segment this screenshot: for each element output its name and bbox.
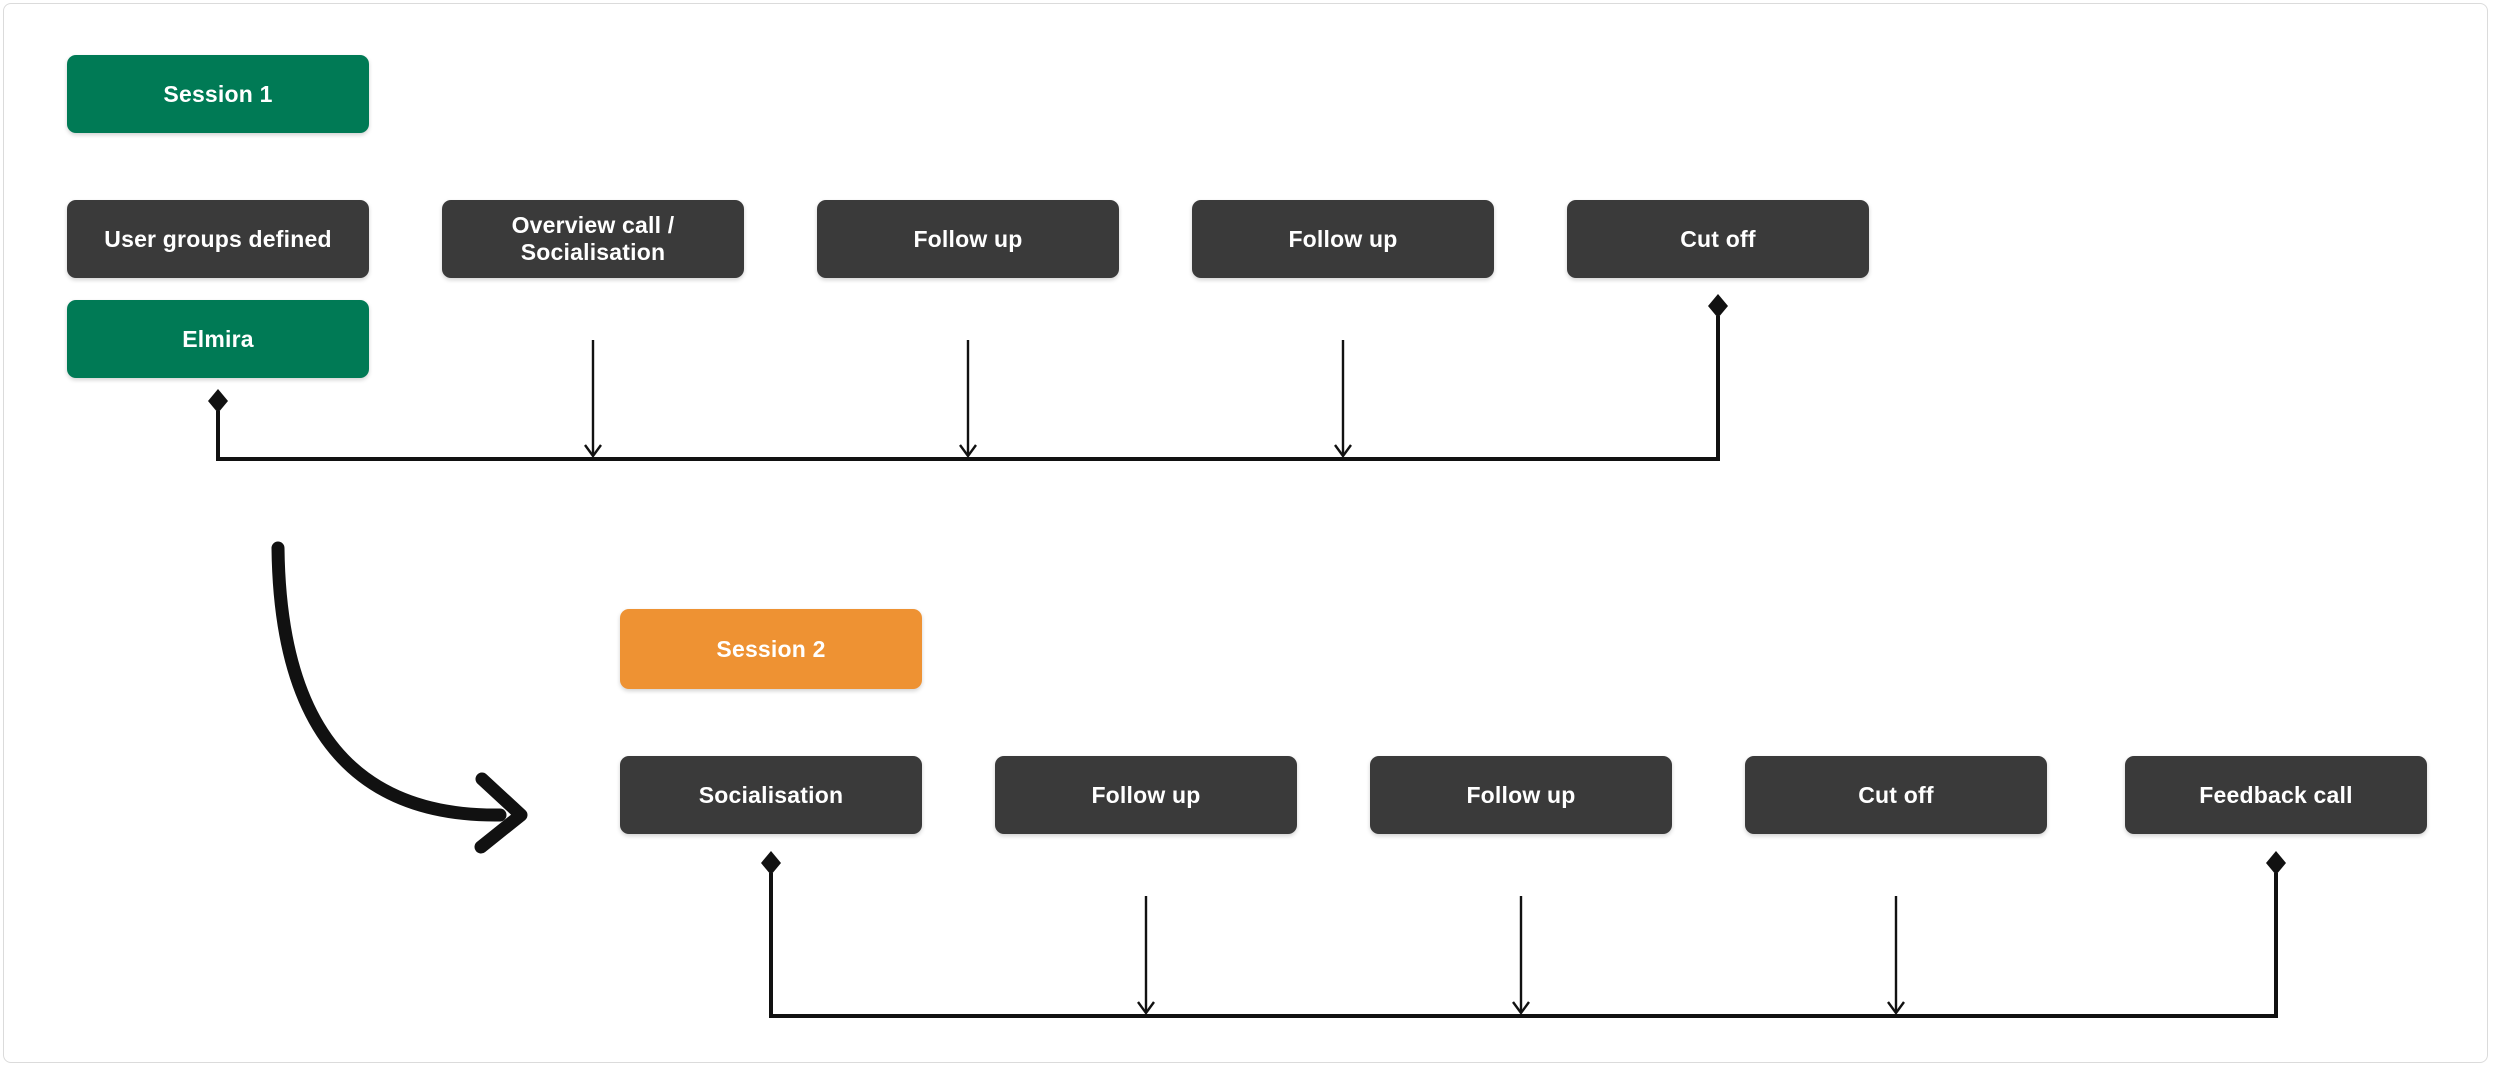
task-box-socialisation: Socialisation	[620, 756, 922, 834]
task-box-follow-up-1: Follow up	[817, 200, 1119, 278]
task-box-overview-call-socialisation: Overview call / Socialisation	[442, 200, 744, 278]
session2-header-box: Session 2	[620, 609, 922, 689]
arrow-down-head	[959, 444, 977, 459]
task-box-follow-up-3: Follow up	[995, 756, 1297, 834]
task-box-follow-up-4: Follow up	[1370, 756, 1672, 834]
task-box-cut-off-2: Cut off	[1745, 756, 2047, 834]
session1-header-box: Session 1	[67, 55, 369, 133]
arrow-down-head	[584, 444, 602, 459]
diamond-icon	[761, 851, 781, 875]
owner-box-elmira: Elmira	[67, 300, 369, 378]
diamond-icon	[208, 389, 228, 413]
session1-timeline-rail	[216, 316, 1720, 461]
canvas-border	[3, 3, 2488, 1063]
diamond-icon	[1708, 294, 1728, 318]
curved-arrow-icon	[271, 541, 507, 822]
curved-arrow-head	[474, 772, 528, 854]
arrow-down-head	[1137, 1001, 1155, 1016]
task-box-feedback-call: Feedback call	[2125, 756, 2427, 834]
task-box-user-groups-defined: User groups defined	[67, 200, 369, 278]
arrow-down-head	[1887, 1001, 1905, 1016]
arrow-down-head	[1334, 444, 1352, 459]
arrow-down-head	[1512, 1001, 1530, 1016]
diamond-icon	[2266, 851, 2286, 875]
task-box-follow-up-2: Follow up	[1192, 200, 1494, 278]
task-box-cut-off: Cut off	[1567, 200, 1869, 278]
session2-timeline-rail	[769, 873, 2278, 1018]
